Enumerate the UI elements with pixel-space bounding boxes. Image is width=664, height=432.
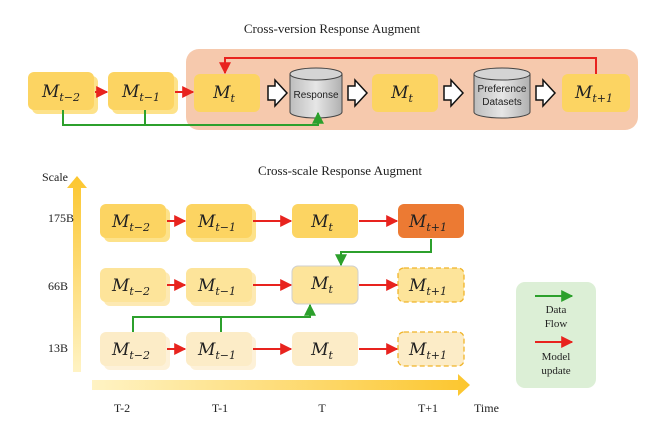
- svg-text:Mt+1: Mt+1: [408, 276, 447, 298]
- top-model-t-minus-2: Mt−2: [28, 72, 98, 114]
- model-subscript: t: [231, 92, 236, 105]
- model-subscript: t+1: [592, 92, 613, 105]
- model-symbol: M: [121, 82, 140, 102]
- model-update-loop-arrow: [219, 57, 597, 75]
- x-tick-t-minus-1: T-1: [212, 401, 228, 415]
- legend-model-update-line2: update: [541, 365, 570, 377]
- model-symbol: M: [310, 212, 329, 232]
- row-66b-model-t: Mt: [291, 265, 359, 305]
- model-subscript: t−1: [215, 349, 236, 362]
- model-subscript: t−1: [215, 285, 236, 298]
- model-subscript: t−1: [139, 91, 160, 104]
- svg-text:Mt+1: Mt+1: [408, 340, 447, 362]
- model-subscript: t+1: [426, 349, 447, 362]
- svg-text:Mt−1: Mt−1: [121, 82, 160, 104]
- row-175b-model-t-minus-1: Mt−1: [186, 204, 256, 242]
- top-model-t-minus-1: Mt−1: [108, 72, 178, 114]
- svg-text:Mt−2: Mt−2: [111, 212, 150, 234]
- row-175b-model-t-minus-2: Mt−2: [100, 204, 170, 242]
- svg-text:Mt−2: Mt−2: [111, 340, 150, 362]
- y-tick-175b: 175B: [48, 211, 74, 225]
- flow-arrow-icon: [347, 78, 369, 108]
- model-symbol: M: [408, 212, 427, 232]
- model-symbol: M: [408, 276, 427, 296]
- model-subscript: t+1: [426, 285, 447, 298]
- model-symbol: M: [111, 340, 130, 360]
- svg-text:Mt−1: Mt−1: [197, 276, 236, 298]
- model-symbol: M: [574, 83, 593, 103]
- x-tick-t-plus-1: T+1: [418, 401, 438, 415]
- x-tick-t: T: [318, 401, 326, 415]
- legend-data-flow-line2: Flow: [545, 318, 568, 330]
- model-symbol: M: [197, 212, 216, 232]
- svg-text:Mt−2: Mt−2: [41, 82, 80, 104]
- top-model-t: Mt: [194, 74, 260, 112]
- model-symbol: M: [310, 274, 329, 294]
- preference-datasets-database-icon: Preference Datasets: [473, 67, 531, 119]
- row-13b-model-t: Mt: [292, 332, 358, 366]
- model-subscript: t−2: [59, 91, 80, 104]
- row-175b-model-t: Mt: [292, 204, 358, 238]
- legend: Data Flow Model update: [516, 282, 596, 388]
- row-66b-model-t-minus-1: Mt−1: [186, 268, 256, 306]
- model-symbol: M: [111, 276, 130, 296]
- model-subscript: t: [329, 221, 334, 234]
- svg-text:Mt: Mt: [310, 212, 333, 234]
- response-database-icon: Response: [289, 67, 343, 119]
- model-subscript: t+1: [426, 221, 447, 234]
- row-66b-model-t-minus-2: Mt−2: [100, 268, 170, 306]
- top-model-t-trained: Mt: [372, 74, 438, 112]
- svg-text:Mt+1: Mt+1: [574, 83, 613, 105]
- svg-text:Mt−1: Mt−1: [197, 340, 236, 362]
- model-subscript: t−2: [129, 221, 150, 234]
- model-symbol: M: [390, 83, 409, 103]
- row-175b-model-t-plus-1: Mt+1: [398, 204, 464, 238]
- model-subscript: t−2: [129, 285, 150, 298]
- row-66b-model-t-plus-1: Mt+1: [397, 267, 465, 303]
- svg-text:Mt: Mt: [310, 274, 333, 296]
- row-13b-model-t-plus-1: Mt+1: [397, 331, 465, 367]
- y-tick-66b: 66B: [48, 279, 68, 293]
- row-13b-model-t-minus-2: Mt−2: [100, 332, 170, 370]
- flow-arrow-icon: [535, 78, 557, 108]
- scale-axis-arrow: [67, 176, 87, 372]
- model-symbol: M: [408, 340, 427, 360]
- model-subscript: t−1: [215, 221, 236, 234]
- time-axis-title: Time: [474, 401, 499, 415]
- svg-text:Mt: Mt: [212, 83, 235, 105]
- model-subscript: t: [409, 92, 414, 105]
- model-subscript: t: [329, 349, 334, 362]
- model-subscript: t: [329, 283, 334, 296]
- response-label: Response: [293, 90, 338, 101]
- x-tick-t-minus-2: T-2: [114, 401, 130, 415]
- svg-text:Mt: Mt: [310, 340, 333, 362]
- data-flow-arrow: [335, 239, 432, 267]
- row-13b-model-t-minus-1: Mt−1: [186, 332, 256, 370]
- flow-arrow-icon: [443, 78, 465, 108]
- model-subscript: t−2: [129, 349, 150, 362]
- model-symbol: M: [310, 340, 329, 360]
- flow-arrow-icon: [267, 78, 289, 108]
- y-tick-13b: 13B: [48, 341, 68, 355]
- preference-label-line1: Preference: [478, 84, 527, 95]
- preference-label-line2: Datasets: [482, 97, 521, 108]
- legend-data-flow-line1: Data: [546, 304, 567, 316]
- data-flow-arrow: [62, 110, 324, 126]
- model-symbol: M: [111, 212, 130, 232]
- model-symbol: M: [41, 82, 60, 102]
- cross-scale-title: Cross-scale Response Augment: [258, 163, 422, 178]
- legend-model-update-line1: Model: [542, 351, 571, 363]
- svg-text:Mt−1: Mt−1: [197, 212, 236, 234]
- time-axis-arrow: [92, 374, 470, 396]
- svg-text:Mt: Mt: [390, 83, 413, 105]
- model-symbol: M: [197, 276, 216, 296]
- model-symbol: M: [212, 83, 231, 103]
- svg-text:Mt+1: Mt+1: [408, 212, 447, 234]
- svg-text:Mt−2: Mt−2: [111, 276, 150, 298]
- model-symbol: M: [197, 340, 216, 360]
- top-model-t-plus-1: Mt+1: [562, 74, 630, 112]
- cross-version-title: Cross-version Response Augment: [244, 21, 421, 36]
- scale-axis-title: Scale: [42, 170, 68, 184]
